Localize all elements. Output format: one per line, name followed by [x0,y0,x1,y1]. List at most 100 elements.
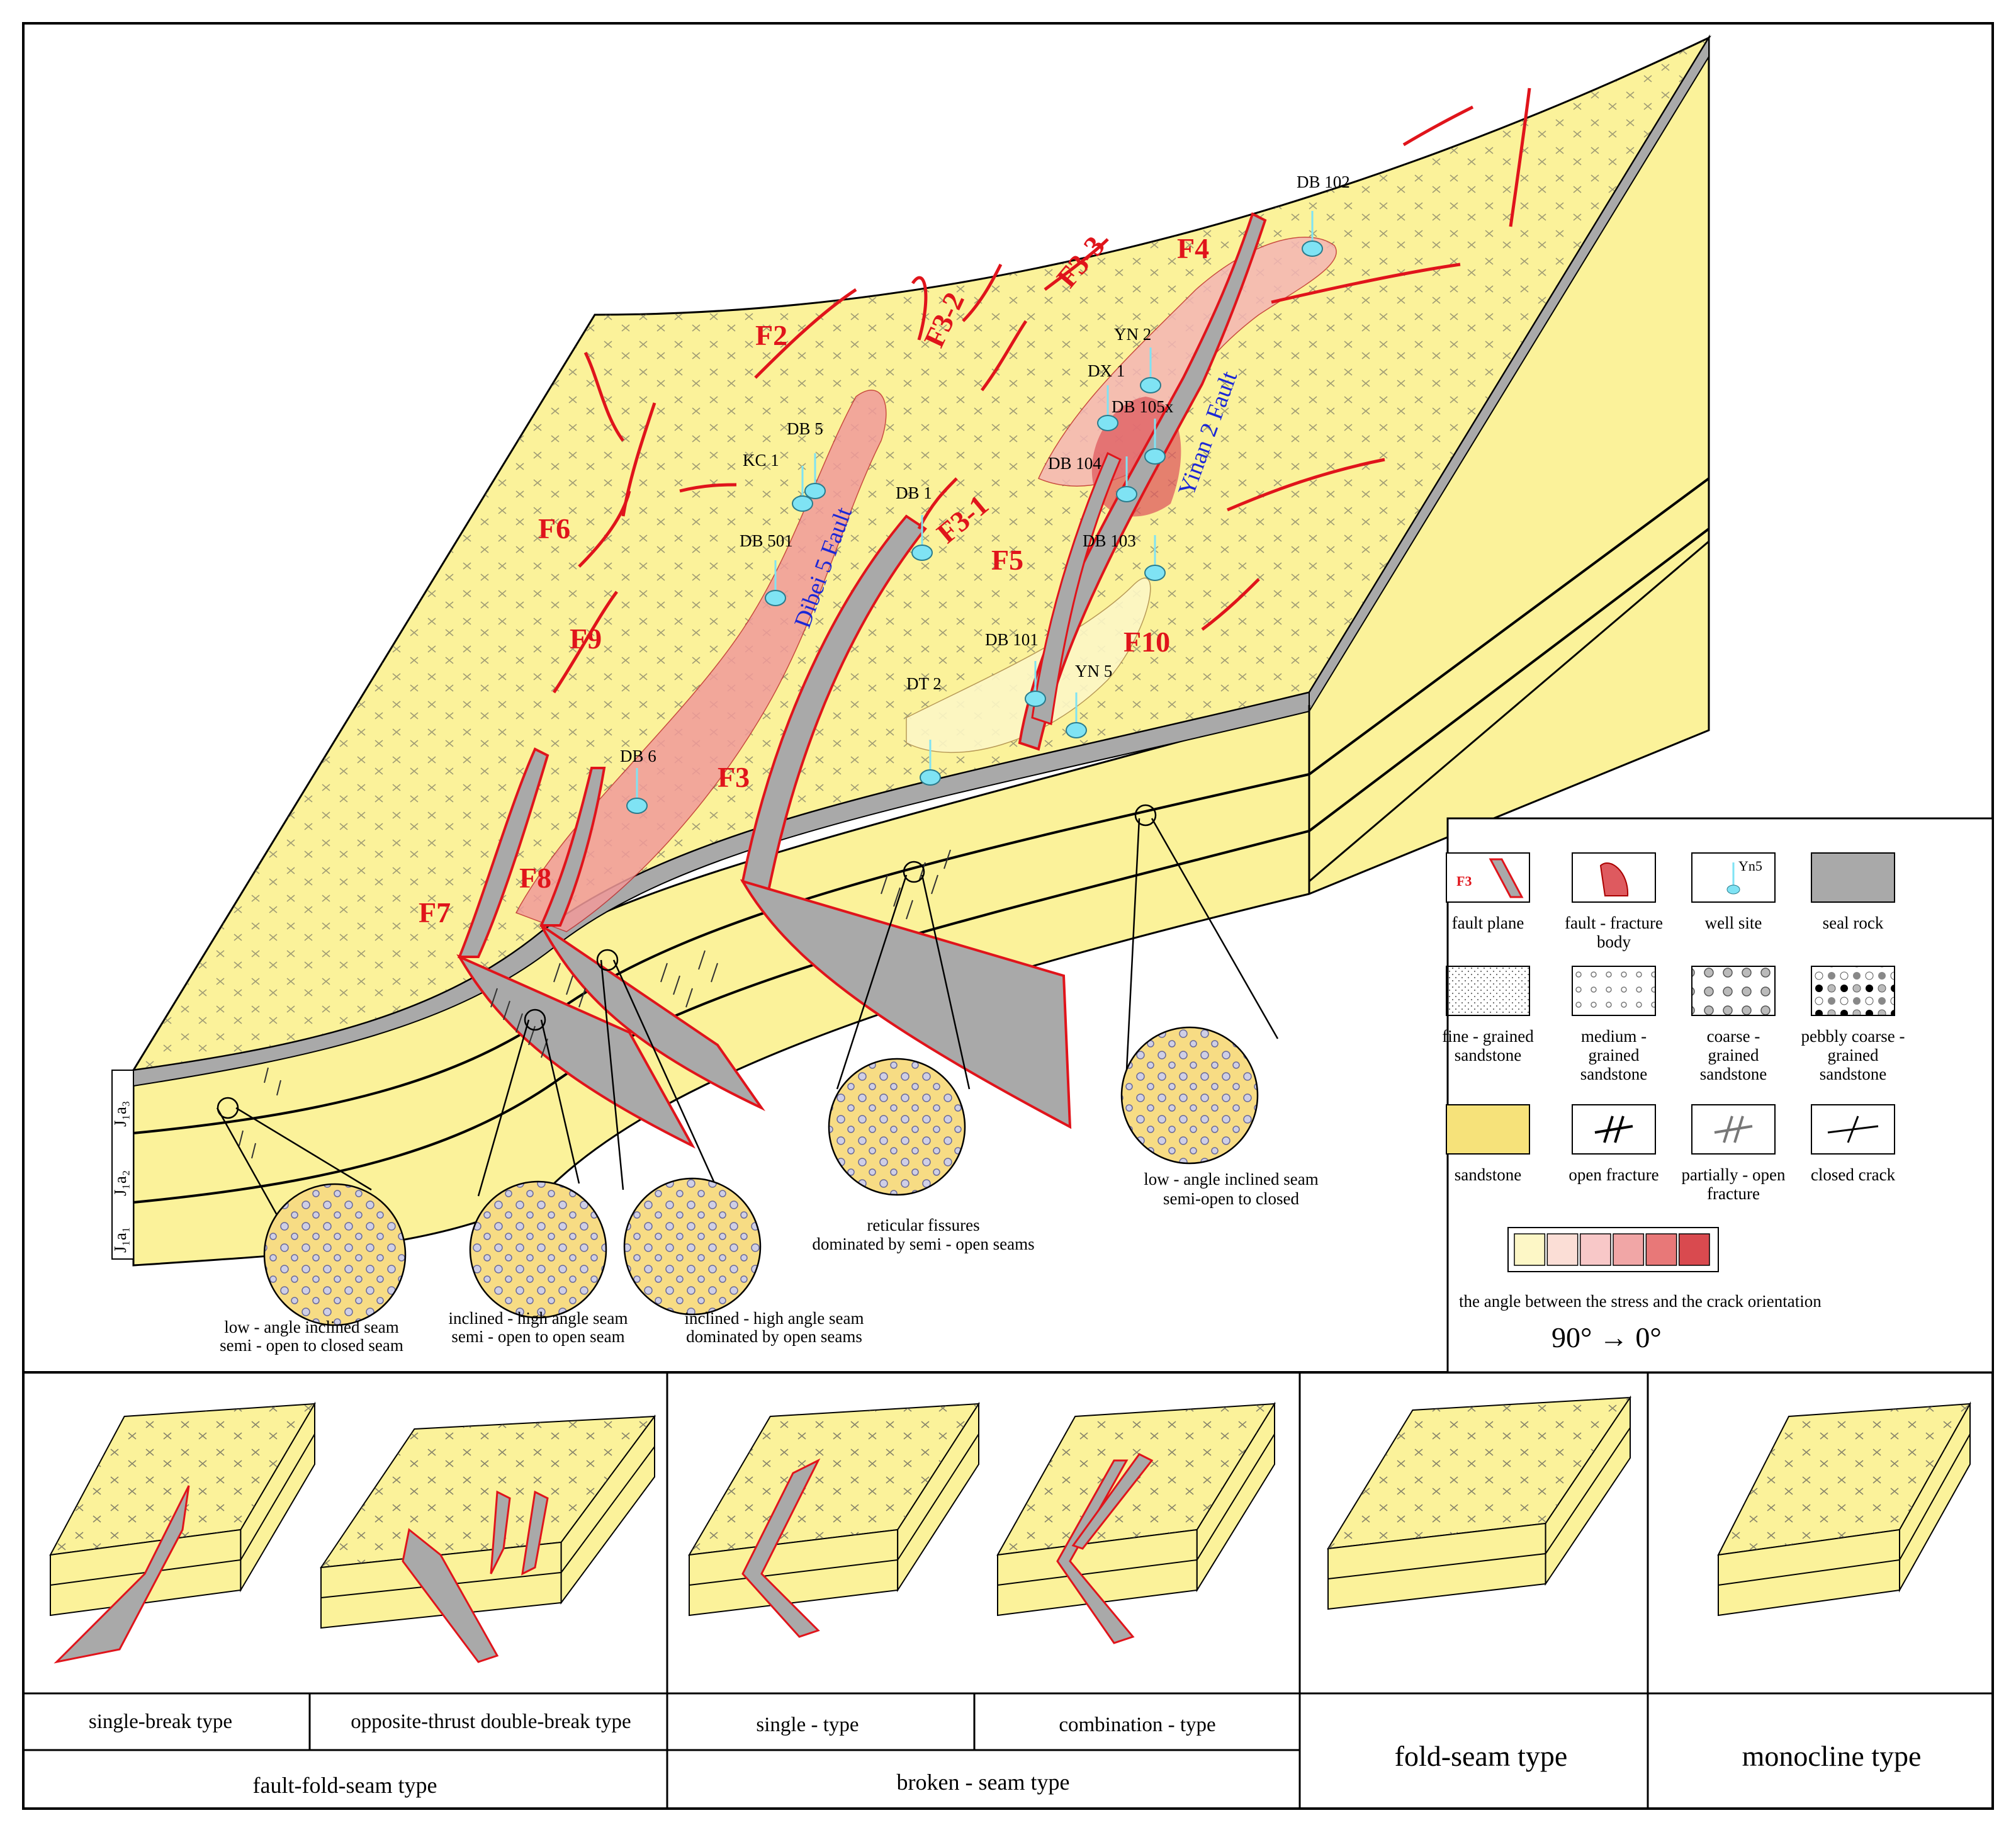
callout-4-line2: dominated by semi - open seams [812,1234,1034,1253]
fault-plane-f7 [458,747,549,958]
fault-label-f10: F10 [1123,626,1170,658]
fine-grained-sandstone-swatch [1446,966,1530,1016]
callout-2-line1: inclined - high angle seam [449,1309,628,1328]
fault-label-f5: F5 [991,544,1023,576]
stress-angle-gradient [1507,1227,1719,1272]
well-label: DB 101 [985,630,1039,649]
legend-item-well-site: Yn5 well site [1691,852,1776,932]
well-label: DX 1 [1088,361,1125,380]
legend-item-seal-rock: seal rock [1811,852,1895,932]
well-label: DB 104 [1048,454,1101,473]
well-label: DB 501 [740,531,793,550]
fault-label-f9: F9 [570,623,602,655]
magnifier-1 [263,1183,407,1326]
gradient-step [1678,1233,1710,1266]
legend-label: grained [1589,1046,1640,1065]
well-db-501: DB 501 [740,531,793,606]
legend-label: coarse - [1707,1027,1760,1046]
magnifier-3 [623,1177,762,1316]
fault-fracture-body-dt2 [906,577,1151,754]
legend-item-sandstone: sandstone [1446,1104,1530,1184]
well-db-6: DB 6 [620,747,656,814]
mini-block [319,1414,656,1663]
fault-label-f2: F2 [755,319,787,351]
callout-3-line2: dominated by open seams [686,1327,862,1346]
legend-label: sandstone [1455,1046,1522,1065]
coarse-grained-sandstone-swatch [1691,966,1776,1016]
category-monocline: monocline type [1742,1740,1922,1772]
closed-crack-swatch [1811,1104,1895,1155]
well-label: DB 1 [896,483,932,502]
magnifier-5 [1120,1026,1259,1165]
type-label-combination: combination - type [1059,1714,1215,1736]
minor-faults [552,88,1531,694]
well-label: DB 102 [1297,172,1350,191]
category-broken-seam: broken - seam type [897,1770,1070,1795]
fault-wedge-3 [740,879,1072,1129]
well-label: DB 6 [620,747,656,765]
fault-plane-f8 [539,767,606,927]
magnifier-callouts [216,804,1279,1326]
legend-label: fine - grained [1442,1027,1534,1046]
well-kc-1: KC 1 [743,451,813,512]
strata-labels: J₁a₃ J₁a₂ J₁a₁ [111,1070,134,1260]
category-fold-seam: fold-seam type [1395,1740,1568,1772]
fault-label-f7: F7 [419,896,451,929]
legend-label: fracture [1707,1184,1760,1203]
legend-label: fault - fracture [1565,913,1663,932]
legend-label: sandstone [1455,1165,1522,1184]
legend-label: body [1597,932,1631,951]
well-db-5: DB 5 [787,419,826,499]
well-label: YN 2 [1114,325,1151,344]
legend-label: well site [1705,913,1762,932]
well-dx-1: DX 1 [1088,361,1125,431]
gradient-step [1645,1233,1677,1266]
fault-label-f4: F4 [1177,232,1209,264]
fault-label-f8: F8 [519,862,551,894]
mini-block [996,1401,1276,1644]
legend-label: grained [1708,1046,1759,1065]
stratum-label-a3: J₁a₃ [111,1101,130,1127]
category-fault-fold-seam: fault-fold-seam type [253,1773,437,1798]
well-label: YN 5 [1075,662,1112,681]
well-label: KC 1 [743,451,779,470]
type-label-opposite-thrust: opposite-thrust double-break type [351,1710,631,1733]
well-db-101: DB 101 [985,630,1046,707]
well-db-105x: DB 105x [1112,397,1174,465]
magnifier-4 [828,1058,966,1196]
gradient-step [1546,1233,1579,1266]
legend-label: pebbly coarse - [1801,1027,1905,1046]
mini-block [1717,1401,1971,1617]
legend-box [1446,817,1994,1374]
callout-3-line1: inclined - high angle seam [685,1309,864,1328]
gradient-step [1613,1233,1645,1266]
well-site-symbol-text: Yn5 [1738,858,1762,874]
fault-plane-f5 [1031,451,1122,725]
fracture-ticks [239,849,951,1159]
callout-captions: low - angle inclined seam semi - open to… [220,1170,1319,1355]
well-sites: DB 102 YN 2 DX 1 DB 105x DB 5 KC 1 DB 104 DB 1 D… [620,172,1350,814]
fault-plane-symbol-text: F3 [1456,873,1472,889]
well-db-1: DB 1 [896,483,933,561]
well-db-102: DB 102 [1297,172,1350,257]
legend-label: grained [1828,1046,1879,1065]
gradient-step [1514,1233,1546,1266]
legend-gradient-caption: the angle between the stress and the cra… [1459,1292,1822,1311]
gradient-step [1579,1233,1611,1266]
legend-label: medium - [1581,1027,1647,1046]
well-db-104: DB 104 [1048,454,1137,502]
callout-4-line1: reticular fissures [867,1216,979,1234]
well-label: DT 2 [906,674,942,693]
callout-2-line2: semi - open to open seam [451,1327,624,1346]
legend-label: sandstone [1700,1065,1767,1083]
legend-label: partially - open [1682,1165,1786,1184]
well-db-103: DB 103 [1083,531,1166,581]
mini-block [688,1401,980,1638]
legend-label: closed crack [1811,1165,1896,1184]
